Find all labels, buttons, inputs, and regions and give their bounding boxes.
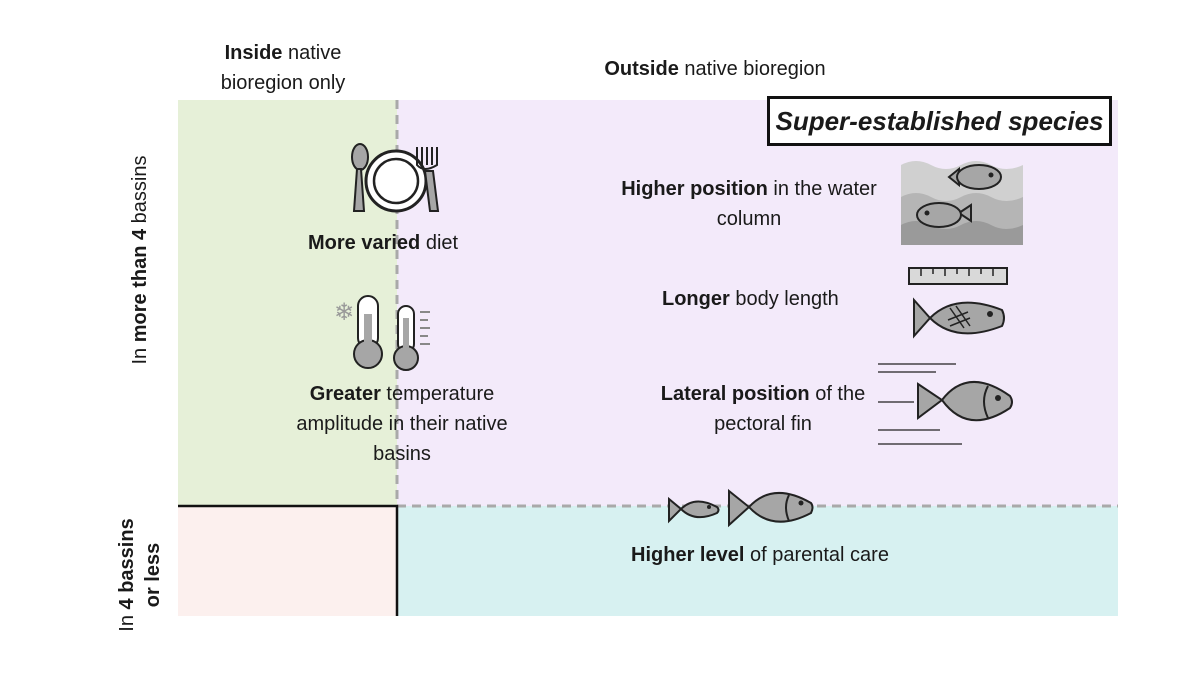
row-label-more-than-4: In more than 4 bassins [129, 155, 151, 365]
row-label-4-or-less: In 4 bassins or less [116, 518, 164, 632]
thermometer-icon: ❄ [334, 295, 430, 371]
zone-outside-4-or-less [397, 506, 1118, 616]
column-header-outside: Outside native bioregion [604, 58, 826, 80]
svg-text:❄: ❄ [334, 298, 354, 326]
trait-water-column: Higher position in the water column [621, 178, 877, 230]
super-established-badge: Super-established species [767, 96, 1112, 146]
trait-diet: More varied diet [308, 232, 459, 254]
zone-outside-more-than-4 [397, 100, 1118, 506]
water-column-fish-icon [901, 161, 1023, 245]
solid-corner-divider [178, 504, 399, 616]
swimming-fish-icon [878, 363, 1013, 445]
ruler-fish-icon [908, 267, 1008, 339]
plate-cutlery-icon [351, 143, 440, 213]
column-header-inside: Inside native bioregion only [220, 42, 346, 94]
trait-parental-care: Higher level of parental care [631, 544, 889, 566]
trait-temperature: Greater temperature amplitude in their n… [296, 383, 508, 465]
trait-pectoral-fin: Lateral position of the pectoral fin [660, 383, 866, 435]
parent-fish-icon [668, 488, 814, 528]
zone-inside-4-or-less [178, 506, 397, 616]
trait-body-length: Longer body length [662, 288, 839, 310]
